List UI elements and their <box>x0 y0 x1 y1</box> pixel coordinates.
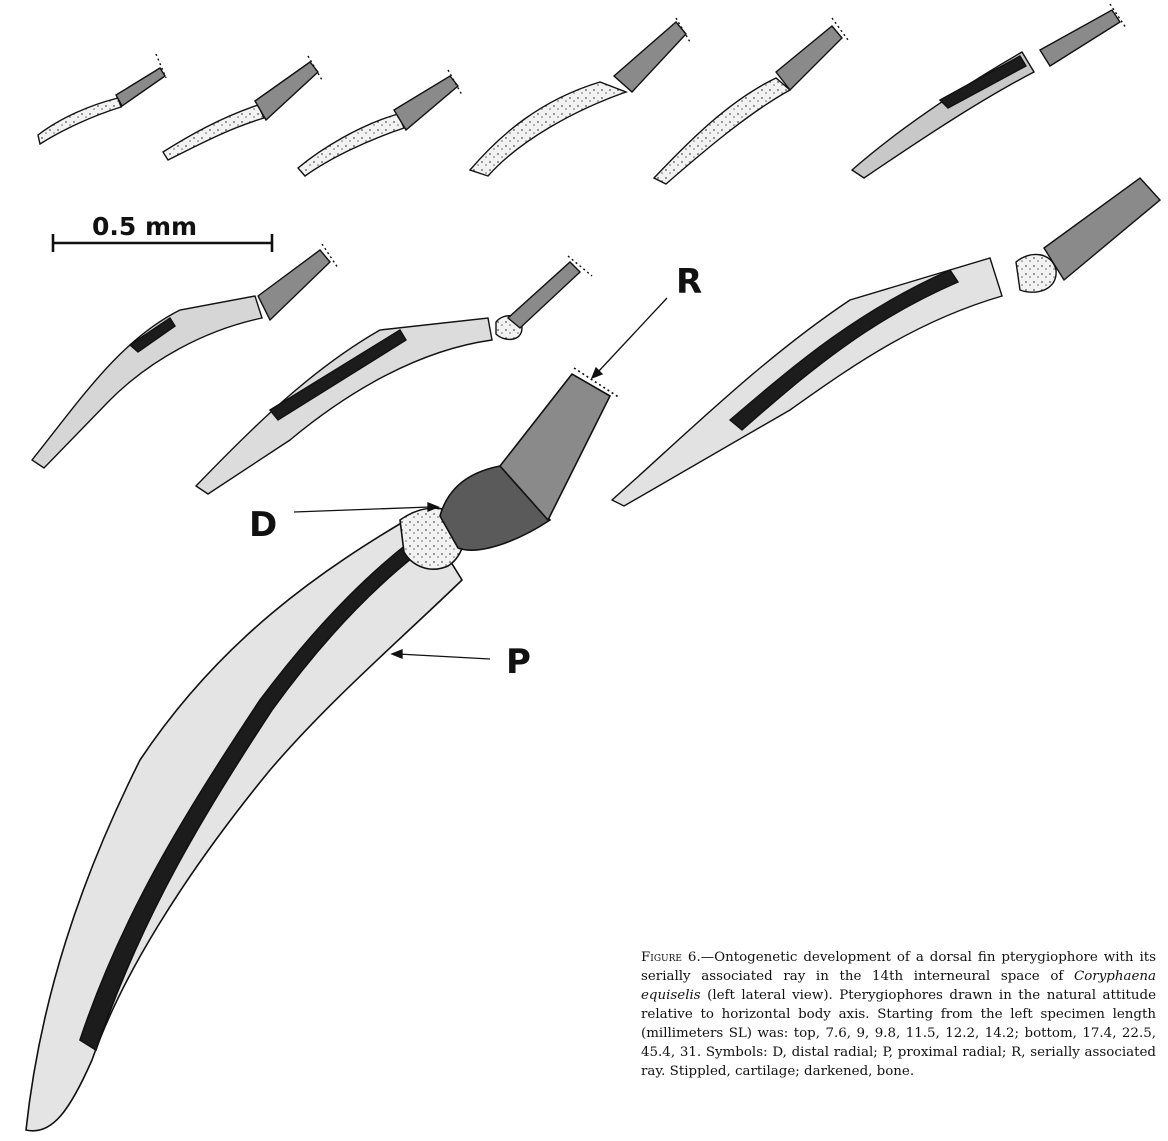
specimen-top-3 <box>298 70 462 176</box>
specimen-top-4 <box>470 18 690 176</box>
specimen-top-2 <box>163 56 322 160</box>
figure-caption: Figure 6.—Ontogenetic development of a d… <box>641 948 1156 1081</box>
specimen-top-6 <box>852 4 1126 178</box>
caption-dash: — <box>701 950 714 965</box>
label-p: P <box>506 642 531 682</box>
scale-bar-label: 0.5 mm <box>92 212 197 241</box>
caption-figure-label: Figure 6. <box>641 950 701 965</box>
specimen-top-5 <box>654 18 848 184</box>
specimen-bottom-4-main <box>26 368 620 1131</box>
specimen-top-1 <box>38 54 166 144</box>
label-d: D <box>249 505 277 545</box>
label-r: R <box>676 262 702 302</box>
specimen-bottom-3 <box>612 178 1160 506</box>
caption-text-2: (left lateral view). Pterygiophores draw… <box>641 988 1156 1079</box>
